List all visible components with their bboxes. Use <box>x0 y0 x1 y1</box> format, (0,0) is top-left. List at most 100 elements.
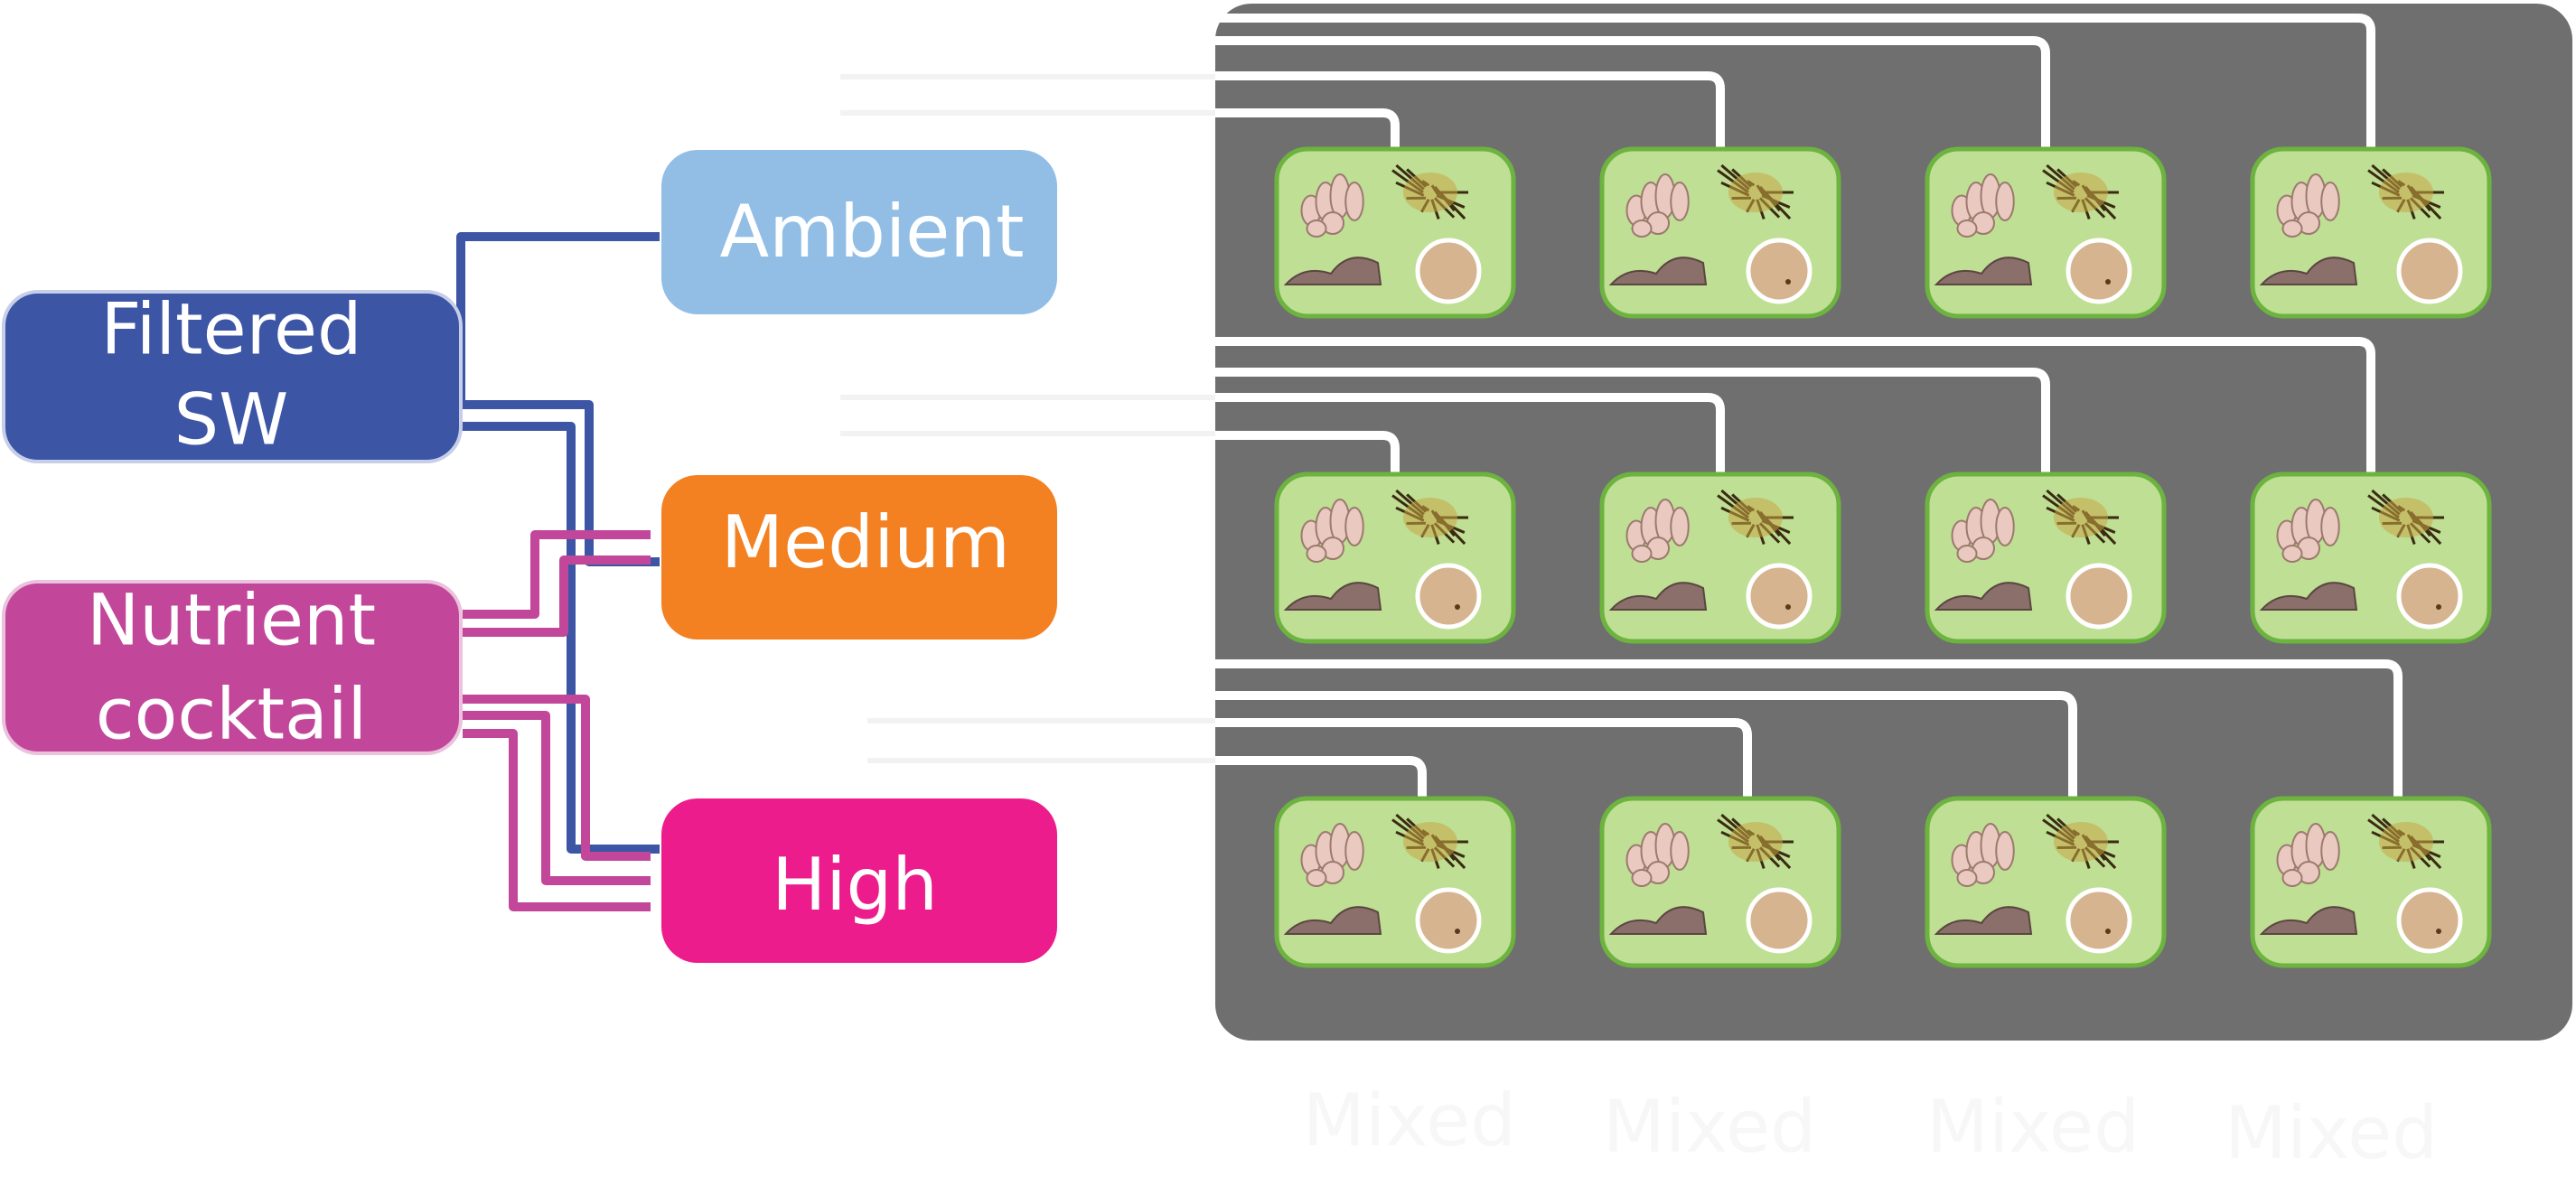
rubble-icon <box>1608 906 1708 935</box>
pipe-line <box>1215 108 1400 153</box>
coral-icon <box>2276 823 2340 887</box>
source-nutrient-cocktail: Nutrient cocktail <box>2 580 463 755</box>
column-label: Mixed <box>1303 1078 1516 1162</box>
source-label-line-2: SW <box>174 379 289 461</box>
rubble-icon <box>1934 582 2033 611</box>
coral-icon <box>2276 499 2340 563</box>
pipe-line <box>1215 393 1725 478</box>
pipe-line <box>1215 659 2403 802</box>
sediment-dish-icon <box>1415 887 1482 954</box>
algae-icon <box>1391 489 1468 546</box>
level-box <box>661 798 1057 963</box>
tank <box>1599 471 1841 644</box>
rubble-icon <box>1283 257 1382 285</box>
rubble-icon <box>1608 257 1708 285</box>
algae-icon <box>2367 813 2444 870</box>
pipe-line <box>1215 71 1725 153</box>
algae-icon <box>1391 813 1468 870</box>
pipe-line <box>1215 14 2375 153</box>
algae-icon <box>2367 163 2444 220</box>
tank <box>1925 471 2167 644</box>
sediment-dish-icon <box>1746 563 1813 630</box>
tank <box>2250 471 2492 644</box>
coral-icon <box>1951 499 2015 563</box>
rubble-icon <box>1608 582 1708 611</box>
sediment-dish-icon <box>2396 238 2463 304</box>
pipe-line <box>1215 337 2375 478</box>
sediment-dish-icon <box>1415 238 1482 304</box>
coral-icon <box>1300 823 1364 887</box>
tank <box>1599 146 1841 319</box>
tank <box>2250 146 2492 319</box>
level-label: Ambient <box>720 190 1025 274</box>
sediment-dish-icon <box>1415 563 1482 630</box>
rubble-icon <box>2259 906 2358 935</box>
coral-icon <box>1625 173 1690 238</box>
sediment-dish-icon <box>2396 887 2463 954</box>
tank-tray <box>1215 4 2572 1041</box>
tank <box>1274 471 1516 644</box>
pipe-line <box>1215 691 2077 802</box>
column-labels: Mixed Mixed Mixed Mixed <box>1303 1078 2438 1175</box>
level-label: High <box>772 843 938 927</box>
algae-icon <box>2367 489 2444 546</box>
algae-icon <box>1717 489 1794 546</box>
sediment-dish-icon <box>2065 887 2132 954</box>
source-box <box>2 580 463 755</box>
coral-icon <box>1300 173 1364 238</box>
level-label: Medium <box>721 500 1010 584</box>
pipe-line <box>1215 36 2050 153</box>
coral-icon <box>1300 499 1364 563</box>
coral-icon <box>1951 823 2015 887</box>
pipe-line <box>1215 718 1752 802</box>
pipe-line <box>1215 756 1427 802</box>
level-ambient: Ambient <box>661 150 1057 314</box>
algae-icon <box>2042 489 2119 546</box>
tank <box>1599 796 1841 968</box>
rubble-icon <box>2259 257 2358 285</box>
tank <box>1274 796 1516 968</box>
connectors <box>456 232 660 911</box>
tank <box>1925 146 2167 319</box>
rubble-icon <box>1283 582 1382 611</box>
tank <box>1925 796 2167 968</box>
sediment-dish-icon <box>2065 563 2132 630</box>
source-label-line-2: cocktail <box>96 674 367 755</box>
rubble-icon <box>1934 906 2033 935</box>
algae-icon <box>2042 813 2119 870</box>
source-filtered-sw: Filtered SW <box>2 289 463 463</box>
level-high: High <box>661 798 1057 963</box>
sediment-dish-icon <box>2065 238 2132 304</box>
algae-icon <box>1391 163 1468 220</box>
column-label: Mixed <box>1926 1085 2140 1169</box>
rubble-icon <box>1283 906 1382 935</box>
level-medium: Medium <box>661 475 1057 640</box>
rubble-icon <box>2259 582 2358 611</box>
column-label: Mixed <box>2225 1091 2438 1175</box>
coral-icon <box>1951 173 2015 238</box>
source-label-line-1: Filtered <box>101 289 362 370</box>
algae-icon <box>2042 163 2119 220</box>
source-label-line-1: Nutrient <box>87 580 376 661</box>
source-box <box>2 290 463 463</box>
coral-icon <box>1625 499 1690 563</box>
sediment-dish-icon <box>2396 563 2463 630</box>
tank-grid <box>1274 146 2492 968</box>
pipe-line <box>1215 368 2050 478</box>
sediment-dish-icon <box>1746 887 1813 954</box>
algae-icon <box>1717 163 1794 220</box>
algae-icon <box>1717 813 1794 870</box>
pipe-line <box>1215 431 1400 478</box>
sediment-dish-icon <box>1746 238 1813 304</box>
coral-icon <box>1625 823 1690 887</box>
rubble-icon <box>1934 257 2033 285</box>
tank <box>2250 796 2492 968</box>
level-box <box>661 150 1057 314</box>
level-box <box>661 475 1057 640</box>
coral-icon <box>2276 173 2340 238</box>
pipes <box>1215 14 2403 802</box>
column-label: Mixed <box>1603 1085 1816 1169</box>
tank <box>1274 146 1516 319</box>
faint-guide-lines <box>840 74 1215 763</box>
